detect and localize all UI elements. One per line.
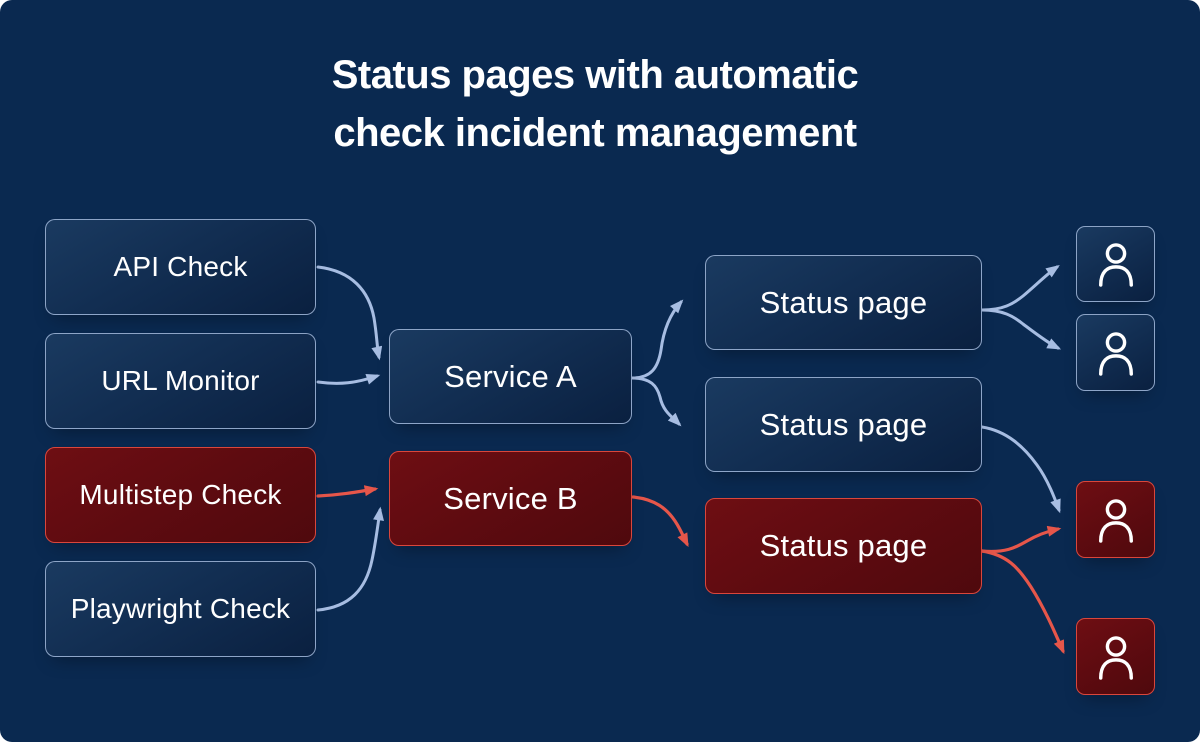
edge-status-page-3-to-subscriber-4	[980, 549, 1065, 655]
node-subscriber-3	[1076, 481, 1155, 558]
node-subscriber-1	[1076, 226, 1155, 302]
edge-api-check-to-service-a	[316, 265, 383, 361]
node-label: Playwright Check	[70, 593, 291, 624]
edge-status-page-2-to-subscriber-3	[980, 425, 1061, 514]
node-label: Service B	[443, 480, 578, 516]
edge-status-page-1-to-subscriber-2	[980, 308, 1062, 350]
person-icon	[1098, 331, 1133, 376]
edge-status-page-3-to-subscriber-3	[980, 525, 1062, 554]
node-api-check: API Check	[45, 219, 316, 315]
edge-status-page-1-to-subscriber-1	[980, 265, 1060, 312]
title-line-2: check incident management	[333, 111, 857, 155]
node-status-page-1: Status page	[705, 255, 982, 350]
edge-url-monitor-to-service-a	[316, 374, 381, 385]
edge-service-b-to-status-page-3	[631, 495, 689, 548]
node-status-page-2: Status page	[705, 377, 982, 472]
node-label: Status page	[759, 284, 928, 320]
node-label: Service A	[444, 358, 577, 394]
node-service-b: Service B	[389, 451, 632, 546]
edge-playwright-check-to-service-b	[316, 506, 384, 612]
person-icon	[1098, 243, 1133, 287]
node-multistep-check: Multistep Check	[45, 447, 316, 543]
edge-service-a-to-status-page-2	[630, 376, 682, 427]
node-label: API Check	[113, 251, 248, 282]
title-line-1: Status pages with automatic	[331, 53, 859, 97]
node-subscriber-4	[1076, 618, 1155, 695]
node-playwright-check: Playwright Check	[45, 561, 316, 657]
node-url-monitor: URL Monitor	[45, 333, 316, 429]
diagram-title: Status pages with automatic check incide…	[0, 46, 1190, 162]
person-icon	[1098, 498, 1133, 543]
node-label: Status page	[759, 528, 928, 563]
node-status-page-3: Status page	[705, 498, 982, 594]
edge-service-a-to-status-page-1	[630, 299, 684, 380]
node-label: Status page	[759, 406, 928, 442]
node-label: Multistep Check	[79, 479, 282, 510]
person-icon	[1098, 635, 1133, 680]
edge-multistep-check-to-service-b	[316, 485, 379, 498]
node-service-a: Service A	[389, 329, 632, 424]
node-label: URL Monitor	[101, 365, 260, 396]
node-subscriber-2	[1076, 314, 1155, 391]
